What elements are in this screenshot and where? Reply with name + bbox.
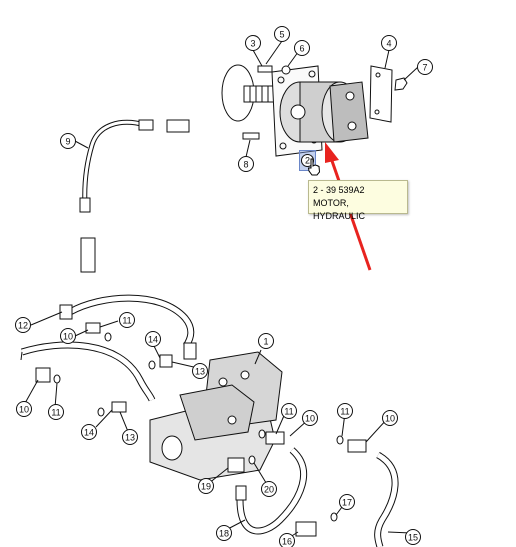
callout-label: 1: [263, 337, 268, 347]
callout-label: 13: [195, 367, 205, 377]
part-tooltip: 2 - 39 539A2 MOTOR, HYDRAULIC: [308, 180, 408, 221]
hoses-group[interactable]: [20, 294, 412, 547]
pump-assembly[interactable]: [149, 349, 283, 481]
callout-label: 10: [305, 414, 315, 424]
tooltip-part-number: 2 - 39 539A2: [313, 185, 365, 195]
callout-13[interactable]: 13: [192, 363, 208, 379]
callout-label: 6: [299, 44, 304, 54]
callout-18[interactable]: 18: [216, 525, 232, 541]
callout-17[interactable]: 17: [339, 494, 355, 510]
callout-11[interactable]: 11: [119, 312, 135, 328]
callout-6[interactable]: 6: [294, 40, 310, 56]
callout-14[interactable]: 14: [81, 424, 97, 440]
callout-label: 17: [342, 498, 352, 508]
callout-label: 15: [408, 533, 418, 543]
tooltip-part-description: MOTOR, HYDRAULIC: [313, 198, 366, 221]
hydraulic-motor-assembly[interactable]: [221, 40, 419, 158]
callout-label: 3: [250, 39, 255, 49]
callout-label: 12: [18, 321, 28, 331]
hand-cursor-icon: [307, 158, 321, 176]
callout-9[interactable]: 9: [60, 133, 76, 149]
callout-label: 20: [264, 485, 274, 495]
callout-label: 16: [282, 537, 292, 547]
callout-10[interactable]: 10: [60, 328, 76, 344]
callout-label: 13: [125, 433, 135, 443]
callout-11[interactable]: 11: [337, 403, 353, 419]
callout-label: 2: [305, 156, 310, 166]
callout-7[interactable]: 7: [417, 59, 433, 75]
callout-20[interactable]: 20: [261, 481, 277, 497]
callout-15[interactable]: 15: [405, 529, 421, 545]
callout-label: 11: [51, 408, 60, 418]
callout-label: 14: [148, 335, 158, 345]
callout-label: 18: [219, 529, 229, 539]
callout-label: 11: [122, 316, 131, 326]
callout-label: 10: [63, 332, 73, 342]
callout-label: 19: [201, 482, 211, 492]
callout-1[interactable]: 1: [258, 333, 274, 349]
callout-12[interactable]: 12: [15, 317, 31, 333]
callout-label: 11: [284, 407, 293, 417]
callout-3[interactable]: 3: [245, 35, 261, 51]
red-annotation-arrow: [325, 142, 372, 271]
callout-10[interactable]: 10: [302, 410, 318, 426]
callout-label: 14: [84, 428, 94, 438]
callout-label: 4: [386, 39, 391, 49]
callout-8[interactable]: 8: [238, 156, 254, 172]
callout-label: 8: [243, 160, 248, 170]
callout-16[interactable]: 16: [279, 533, 295, 547]
callout-label: 10: [19, 405, 29, 415]
callout-13[interactable]: 13: [122, 429, 138, 445]
hose-assembly-9[interactable]: [74, 119, 190, 273]
callout-label: 9: [65, 137, 70, 147]
callout-19[interactable]: 19: [198, 478, 214, 494]
callout-14[interactable]: 14: [145, 331, 161, 347]
callout-label: 7: [422, 63, 427, 73]
callout-10[interactable]: 10: [382, 410, 398, 426]
callout-11[interactable]: 11: [281, 403, 297, 419]
callout-5[interactable]: 5: [274, 26, 290, 42]
callout-label: 10: [385, 414, 395, 424]
callout-10[interactable]: 10: [16, 401, 32, 417]
callout-11[interactable]: 11: [48, 404, 64, 420]
callout-4[interactable]: 4: [381, 35, 397, 51]
callout-label: 5: [279, 30, 284, 40]
callout-label: 11: [340, 407, 349, 417]
